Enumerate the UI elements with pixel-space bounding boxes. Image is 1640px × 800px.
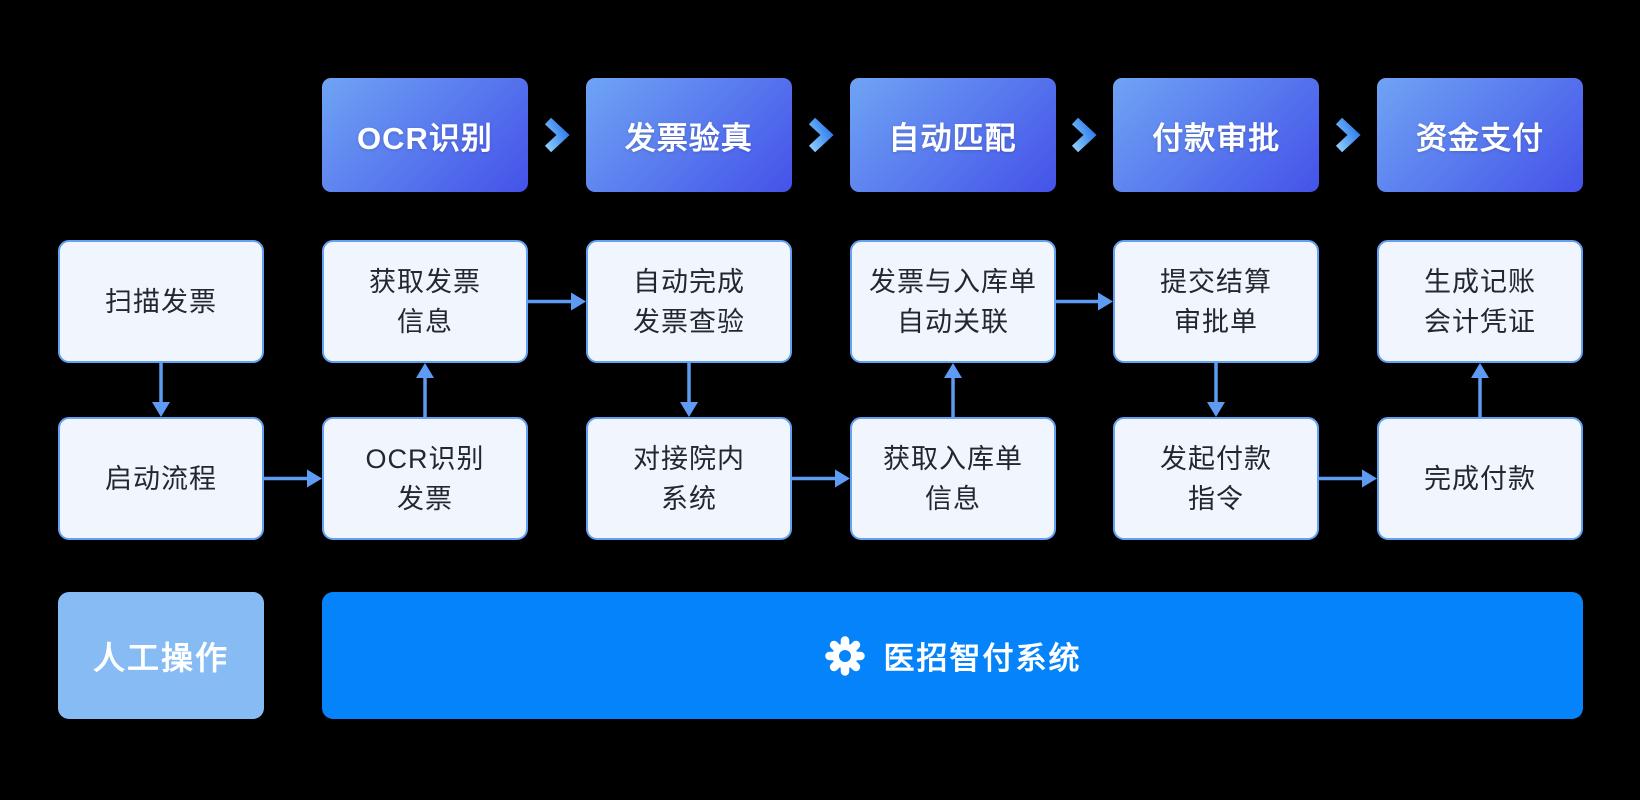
- flow-node-ocr-invoice: OCR识别发票: [322, 417, 528, 540]
- flow-node-label: 发票与入库单: [869, 266, 1037, 297]
- flow-node-label: 提交结算: [1160, 266, 1272, 297]
- stage-label: 自动匹配: [888, 120, 1017, 156]
- chevron-right-icon: [808, 115, 834, 155]
- flow-node-generate-voucher: 生成记账会计凭证: [1377, 240, 1583, 363]
- chevron-right-icon: [1071, 115, 1097, 155]
- system-bar: 医招智付系统: [322, 592, 1583, 719]
- manual-operation-box: 人工操作: [58, 592, 264, 719]
- system-bar-label: 医招智付系统: [883, 641, 1082, 676]
- stage-row: OCR识别 发票验真 自动匹配 付款审批 资金支付: [322, 78, 1583, 192]
- flow-node-label: 扫描发票: [105, 286, 217, 317]
- flow-node-label: 审批单: [1174, 306, 1258, 337]
- flow-node-label: 自动完成: [633, 266, 745, 297]
- flow-node-get-receipt-info: 获取入库单信息: [850, 417, 1056, 540]
- flow-node-label: OCR识别: [365, 443, 485, 474]
- stage-box-ocr: OCR识别: [322, 78, 528, 192]
- flow-node-label: 会计凭证: [1424, 306, 1536, 337]
- flow-node-label: 获取发票: [369, 266, 481, 297]
- stage-box-auto-match: 自动匹配: [849, 78, 1056, 192]
- flow-node-label: 指令: [1188, 483, 1244, 514]
- stage-label: 资金支付: [1416, 120, 1544, 156]
- stage-label: 发票验真: [624, 120, 753, 156]
- stage-box-payment-approval: 付款审批: [1113, 78, 1320, 192]
- flow-node-complete-payment: 完成付款: [1377, 417, 1583, 540]
- flow-node-label: 发票: [397, 483, 453, 514]
- flow-node-label: 获取入库单: [883, 443, 1023, 474]
- chevron-right-icon: [544, 115, 570, 155]
- flow-node-scan-invoice: 扫描发票: [58, 240, 264, 363]
- stage-label: 付款审批: [1152, 120, 1281, 156]
- flow-node-label: 对接院内: [633, 443, 745, 474]
- flow-node-label: 信息: [925, 483, 981, 514]
- flow-node-get-invoice-info: 获取发票信息: [322, 240, 528, 363]
- stage-label: OCR识别: [357, 120, 493, 156]
- flow-node-label: 自动关联: [897, 306, 1009, 337]
- flow-node-label: 发起付款: [1160, 443, 1272, 474]
- flow-node-initiate-payment: 发起付款指令: [1113, 417, 1319, 540]
- stage-box-invoice-verify: 发票验真: [585, 78, 792, 192]
- flow-node-label: 完成付款: [1424, 463, 1536, 494]
- stage-box-fund-payment: 资金支付: [1377, 78, 1583, 192]
- flow-node-start-process: 启动流程: [58, 417, 264, 540]
- flow-node-label: 信息: [397, 306, 453, 337]
- flow-node-match-link: 发票与入库单自动关联: [850, 240, 1056, 363]
- flow-node-label: 启动流程: [105, 463, 217, 494]
- flow-node-label: 系统: [661, 483, 717, 514]
- flow-node-auto-verify: 自动完成发票查验: [586, 240, 792, 363]
- flow-node-submit-settlement: 提交结算审批单: [1113, 240, 1319, 363]
- chevron-right-icon: [1335, 115, 1361, 155]
- flow-node-label: 发票查验: [633, 306, 745, 337]
- manual-operation-label: 人工操作: [92, 639, 229, 676]
- flow-node-label: 生成记账: [1424, 266, 1536, 297]
- flow-node-connect-his: 对接院内系统: [586, 417, 792, 540]
- gear-icon: [824, 635, 866, 677]
